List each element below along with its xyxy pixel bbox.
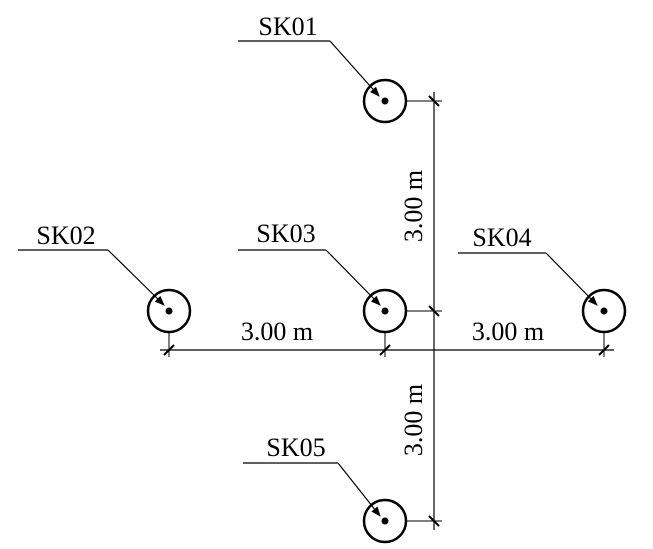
- dimension-label-horizontal-right: 3.00 m: [472, 317, 544, 346]
- vertical-tick-top: [428, 95, 440, 107]
- point-label-sk01: SK01: [258, 12, 317, 41]
- borehole-center-sk02: [165, 307, 173, 315]
- dimension-label-horizontal-left: 3.00 m: [241, 317, 313, 346]
- borehole-symbol-sk04: [581, 288, 627, 334]
- point-label-sk05: SK05: [266, 433, 325, 462]
- borehole-center-sk03: [381, 307, 389, 315]
- vertical-dimension: 3.00 m 3.00 m: [399, 92, 442, 530]
- point-sk02: SK02: [18, 221, 192, 334]
- dimension-label-vertical-bottom: 3.00 m: [399, 384, 428, 456]
- point-sk03: SK03: [238, 219, 408, 334]
- dimension-label-vertical-top: 3.00 m: [399, 170, 428, 242]
- point-sk05: SK05: [243, 433, 408, 544]
- borehole-center-sk05: [381, 517, 389, 525]
- borehole-symbol-sk02: [146, 288, 192, 334]
- leader-arrow-sk05: [337, 462, 381, 517]
- point-label-sk03: SK03: [256, 219, 315, 248]
- leader-arrow-sk01: [329, 40, 380, 97]
- point-label-sk02: SK02: [36, 221, 95, 250]
- horizontal-tick-right: [598, 344, 610, 356]
- point-sk01: SK01: [238, 12, 408, 124]
- point-label-sk04: SK04: [472, 223, 531, 252]
- vertical-tick-bottom: [428, 515, 440, 527]
- borehole-center-sk01: [381, 97, 389, 105]
- vertical-tick-mid: [428, 305, 440, 317]
- leader-arrow-sk02: [107, 249, 165, 306]
- leader-arrow-sk03: [325, 249, 381, 306]
- horizontal-tick-mid: [379, 344, 391, 356]
- point-sk04: SK04: [458, 223, 627, 334]
- horizontal-tick-left: [163, 344, 175, 356]
- borehole-center-sk04: [600, 307, 608, 315]
- horizontal-dimension: 3.00 m 3.00 m: [160, 317, 614, 357]
